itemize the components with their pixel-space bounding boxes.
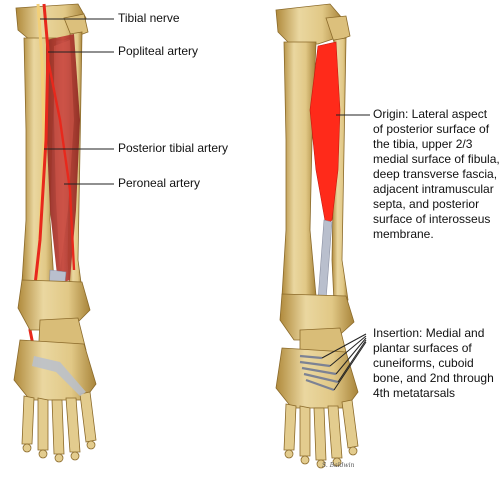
label-popliteal-artery: Popliteal artery: [118, 44, 199, 58]
left-toes: [21, 391, 97, 463]
left-popliteal-artery: [28, 3, 50, 361]
right-leader-lines: [321, 114, 370, 391]
right-fibula-head: [325, 15, 351, 43]
right-tibialis-posterior-muscle: [309, 41, 341, 227]
origin-description: Origin: Lateral aspect of posterior surf…: [373, 107, 500, 241]
left-peroneal-artery: [46, 59, 76, 271]
label-posterior-tibial-artery: Posterior tibial artery: [118, 141, 229, 155]
right-tibia-shaft: [281, 41, 317, 297]
left-foot-tendons: [32, 356, 86, 396]
right-toes: [283, 399, 359, 469]
label-tibial-nerve: Tibial nerve: [118, 11, 180, 25]
right-tibia-head: [275, 3, 343, 45]
illustrator-signature: S. Baldwin: [322, 462, 355, 469]
right-leg: [275, 3, 359, 469]
right-insertion-slips: [299, 354, 339, 392]
insertion-description: Insertion: Medial and plantar surfaces o…: [373, 326, 494, 400]
label-peroneal-artery: Peroneal artery: [118, 176, 201, 190]
left-leg: [13, 3, 97, 463]
left-leader-lines: [40, 18, 114, 185]
